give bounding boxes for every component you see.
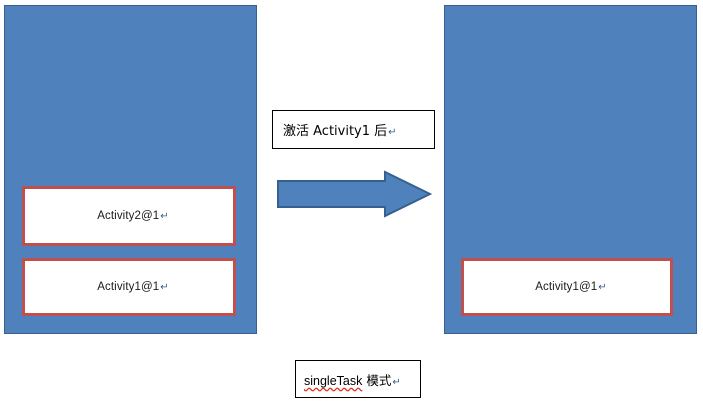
paragraph-mark-icon: ↵ (160, 211, 169, 222)
activity-box-activity1-right[interactable]: Activity1@1↵ (461, 258, 673, 316)
paragraph-mark-icon: ↵ (392, 376, 401, 388)
mode-caption-box[interactable]: singleTask 模式↵ (295, 360, 421, 398)
activity-box-activity1-left[interactable]: Activity1@1↵ (22, 258, 236, 316)
paragraph-mark-icon: ↵ (598, 282, 607, 293)
mode-caption-text: singleTask 模式↵ (304, 372, 401, 388)
activity-label: Activity1@1↵ (97, 281, 169, 293)
spellcheck-word: singleTask (304, 373, 363, 388)
paragraph-mark-icon: ↵ (160, 282, 169, 293)
paragraph-mark-icon: ↵ (388, 127, 397, 138)
activity-label: Activity1@1↵ (535, 281, 607, 293)
right-arrow-icon (277, 170, 432, 218)
activity-label: Activity2@1↵ (97, 210, 169, 222)
transition-label-text: 激活 Activity1 后↵ (283, 124, 397, 139)
activity-box-activity2[interactable]: Activity2@1↵ (22, 186, 236, 246)
transition-label-box[interactable]: 激活 Activity1 后↵ (272, 110, 435, 149)
